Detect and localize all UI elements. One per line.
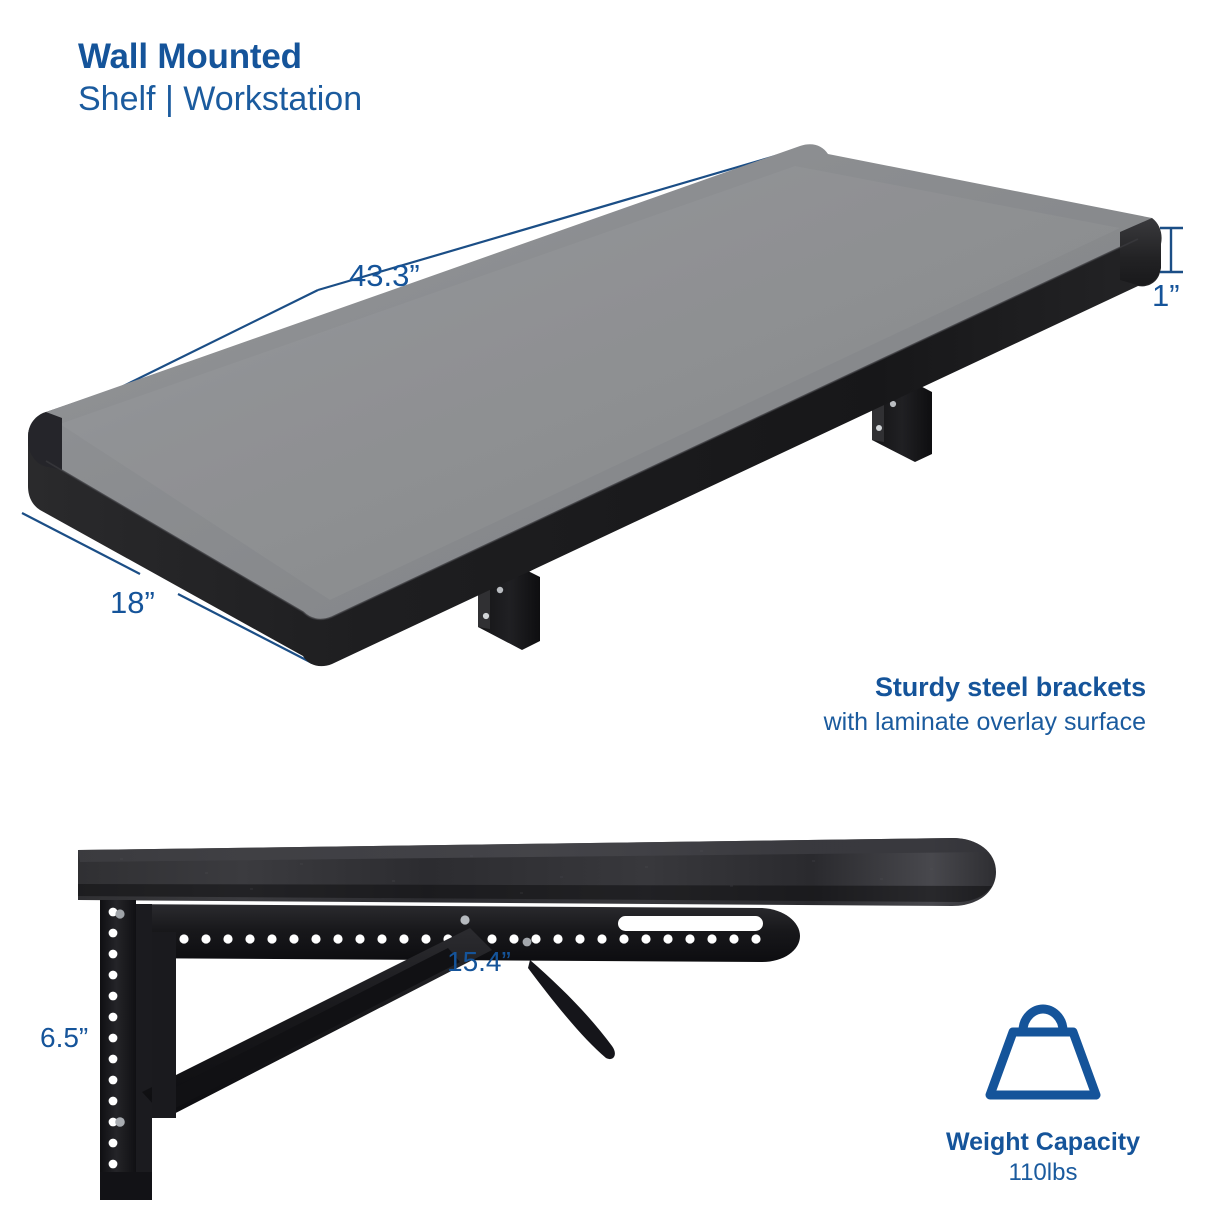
top-product-illustration	[21, 144, 1183, 667]
shelf-edge-on-toplight	[78, 838, 988, 862]
dimension-line-depth	[21, 512, 313, 664]
weight-capacity-block: Weight Capacity 110lbs	[913, 1000, 1173, 1186]
dimension-label-thickness: 1”	[1152, 278, 1180, 313]
shelf-texture-speckle	[120, 850, 933, 894]
feature-caption: Sturdy steel brackets with laminate over…	[824, 672, 1146, 737]
shelf-edge-on-underside	[78, 884, 992, 902]
page-subtitle: Shelf | Workstation	[78, 79, 363, 118]
weight-capacity-label: Weight Capacity	[945, 1128, 1141, 1156]
dimension-label-depth: 18”	[110, 585, 155, 620]
shelf-edge-seam	[45, 238, 1139, 621]
heading-block: Wall Mounted Shelf | Workstation	[78, 37, 363, 119]
bracket-wall-plate	[100, 900, 136, 1188]
dimension-label-bracket-drop: 6.5”	[40, 1022, 89, 1053]
bracket-wall-plate-inner	[136, 904, 152, 1172]
dimension-label-width: 43.3”	[349, 258, 420, 293]
shelf-top-surface	[28, 144, 1155, 620]
shelf-surface-sheen	[60, 166, 1120, 600]
weight-block-icon	[985, 1004, 1101, 1100]
feature-title: Sturdy steel brackets	[874, 672, 1146, 702]
bracket-inner-post	[152, 932, 176, 1118]
shelf-right-end-cap	[1120, 218, 1162, 286]
dimension-label-bracket-arm: 15.4”	[447, 946, 511, 977]
feature-subtitle: with laminate overlay surface	[823, 708, 1146, 737]
shelf-angled-view-svg	[21, 144, 1183, 667]
page-title: Wall Mounted	[78, 37, 302, 76]
bracket-wall-perforations	[108, 907, 118, 1190]
bottom-bracket-illustration	[0, 800, 1060, 1214]
bracket-fold-latch	[528, 960, 615, 1060]
bracket-diagonal-rod	[150, 948, 460, 1114]
bracket-wall-plate-foot	[100, 1172, 152, 1200]
bracket-fasteners	[115, 909, 532, 1127]
bracket-side-view-svg	[78, 838, 996, 1200]
shelf-left-end-cap	[28, 412, 62, 470]
weight-capacity-value: 110lbs	[1008, 1158, 1078, 1186]
dimension-line-thickness	[1160, 226, 1183, 274]
bracket-arm-slot	[618, 916, 763, 931]
